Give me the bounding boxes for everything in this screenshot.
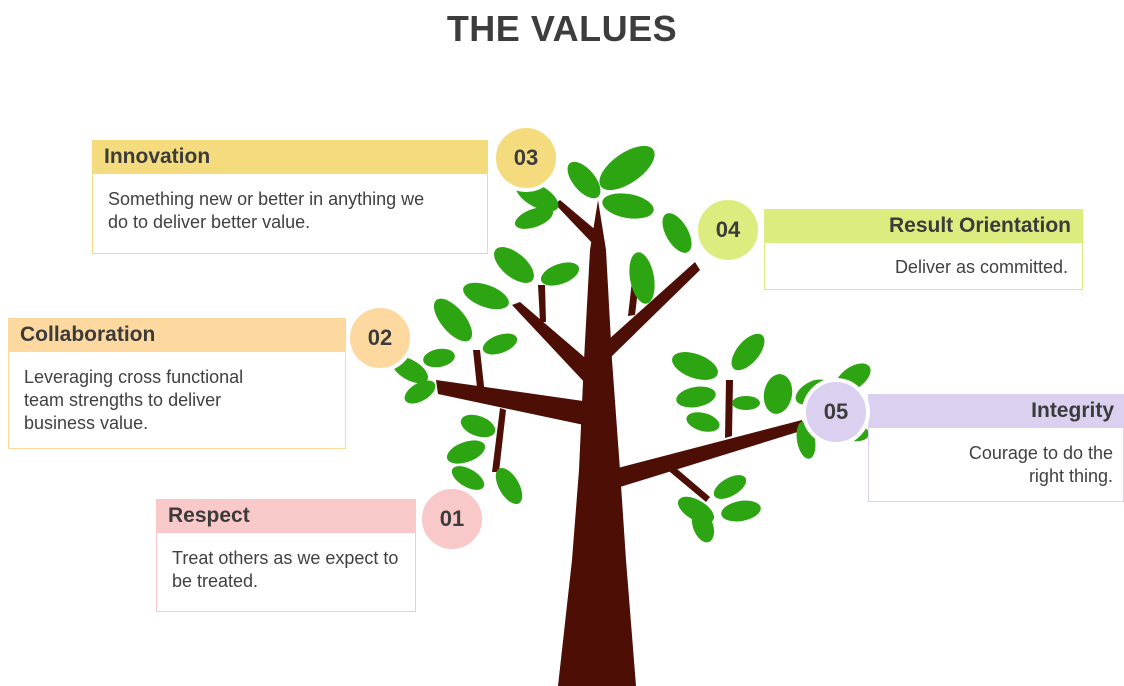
tree-leaf: [494, 247, 534, 283]
tree-leaf: [495, 467, 523, 505]
value-description-innovation: Something new or better in anything we d…: [92, 174, 488, 254]
tree-leaf: [423, 348, 455, 368]
tree-branch: [436, 380, 590, 425]
tree-leaf: [599, 145, 655, 191]
value-number-innovation: 03: [492, 124, 560, 192]
tree-leaf: [460, 414, 496, 438]
tree-branch: [558, 200, 636, 686]
value-heading-result-orientation: Result Orientation: [764, 209, 1083, 243]
tree-leaf: [731, 333, 765, 371]
tree-leaf: [732, 396, 760, 410]
tree-leaves: [391, 145, 871, 543]
tree-leaf: [540, 262, 580, 286]
tree-leaf: [446, 440, 486, 464]
tree-leaf: [721, 500, 761, 522]
value-heading-innovation: Innovation: [92, 140, 488, 174]
tree-branches: [436, 200, 804, 686]
tree-leaf: [662, 213, 692, 253]
page-title: THE VALUES: [446, 8, 678, 49]
tree-leaf: [629, 252, 655, 304]
tree-leaf: [676, 386, 716, 408]
tree-branch: [473, 350, 485, 397]
value-card-innovation: Innovation Something new or better in an…: [92, 140, 488, 254]
tree-leaf: [404, 380, 436, 404]
tree-branch: [555, 200, 598, 245]
value-description-respect: Treat others as we expect to be treated.: [156, 533, 416, 612]
tree-branch: [608, 262, 700, 358]
tree-leaf: [691, 509, 715, 543]
tree-leaf: [567, 161, 601, 199]
value-card-collaboration: Collaboration Leveraging cross functiona…: [8, 318, 346, 449]
value-description-collaboration: Leveraging cross functional team strengt…: [8, 352, 346, 449]
value-heading-respect: Respect: [156, 499, 416, 533]
tree-leaf: [672, 352, 718, 380]
tree-leaf: [433, 298, 473, 342]
value-card-result-orientation: Result Orientation Deliver as committed.: [764, 209, 1083, 290]
value-card-respect: Respect Treat others as we expect to be …: [156, 499, 416, 612]
tree-leaf: [763, 374, 793, 414]
tree-leaf: [602, 193, 654, 219]
tree-leaf: [713, 475, 747, 499]
value-heading-integrity: Integrity: [868, 394, 1124, 428]
tree-leaf: [451, 466, 485, 490]
tree-leaf: [686, 412, 720, 432]
value-number-result-orientation: 04: [694, 196, 762, 264]
value-number-respect: 01: [418, 485, 486, 553]
value-description-result-orientation: Deliver as committed.: [764, 243, 1083, 290]
tree-leaf: [482, 333, 518, 355]
tree-branch: [492, 408, 506, 472]
value-number-collaboration: 02: [346, 304, 414, 372]
tree-leaf: [463, 282, 509, 310]
value-description-integrity: Courage to do the right thing.: [868, 428, 1124, 502]
tree-branch: [512, 302, 590, 385]
value-heading-collaboration: Collaboration: [8, 318, 346, 352]
tree-leaf: [514, 207, 554, 229]
value-card-integrity: Integrity Courage to do the right thing.: [868, 394, 1124, 502]
tree-branch: [538, 285, 546, 322]
tree-branch: [610, 420, 804, 487]
value-number-integrity: 05: [802, 378, 870, 446]
tree-branch: [725, 380, 733, 438]
tree-branch: [664, 463, 710, 502]
